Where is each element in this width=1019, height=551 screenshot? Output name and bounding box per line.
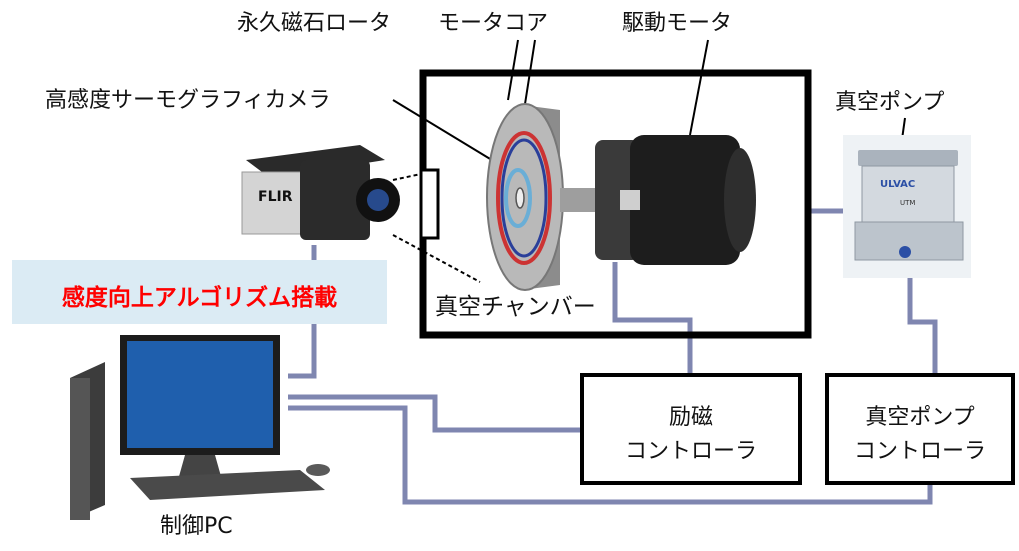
cable-pc-excitation: [288, 394, 583, 433]
chamber-label: 真空チャンバー: [435, 294, 596, 320]
pump-line1: 真空ポンプ: [865, 405, 975, 430]
algorithm-label: 感度向上アルゴリズム搭載: [61, 285, 338, 311]
camera-brand: FLIR: [258, 189, 293, 205]
drive-motor-label: 駆動モータ: [622, 11, 733, 36]
cable-pc-pump: [288, 405, 933, 505]
pump-controller-text: 真空ポンプ コントローラ: [829, 401, 1011, 469]
excitation-controller-box: 励磁 コントローラ: [580, 373, 802, 485]
cable-pump-controller: [907, 278, 938, 375]
vacuum-pump-drawing: [843, 135, 971, 278]
chamber-window: [419, 168, 440, 240]
leader-drive-motor: [689, 39, 709, 136]
pc-label: 制御PC: [160, 514, 233, 539]
pump-line2: コントローラ: [853, 439, 986, 465]
view-line-bottom: [392, 234, 481, 283]
motor-core-label: モータコア: [438, 11, 549, 36]
leader-camera-rotor: [392, 99, 506, 169]
thermography-camera: [241, 145, 400, 240]
control-pc-drawing: [70, 335, 330, 520]
algorithm-highlight: 感度向上アルゴリズム搭載: [12, 260, 387, 324]
cables: [288, 208, 938, 505]
pump-model: UTM: [900, 199, 915, 207]
excitation-line2: コントローラ: [624, 439, 757, 465]
pump-brand: ULVAC: [880, 179, 915, 190]
excitation-controller-text: 励磁 コントローラ: [584, 401, 798, 469]
excitation-line1: 励磁: [668, 405, 713, 430]
camera-label: 高感度サーモグラフィカメラ: [45, 88, 331, 113]
drive-motor-drawing: [595, 135, 756, 265]
pump-controller-box: 真空ポンプ コントローラ: [825, 373, 1015, 485]
permanent-magnet-rotor: [486, 103, 564, 291]
vacuum-pump-label: 真空ポンプ: [835, 90, 945, 115]
cable-motor-excitation: [612, 262, 693, 375]
rotor-label: 永久磁石ロータ: [237, 11, 392, 36]
